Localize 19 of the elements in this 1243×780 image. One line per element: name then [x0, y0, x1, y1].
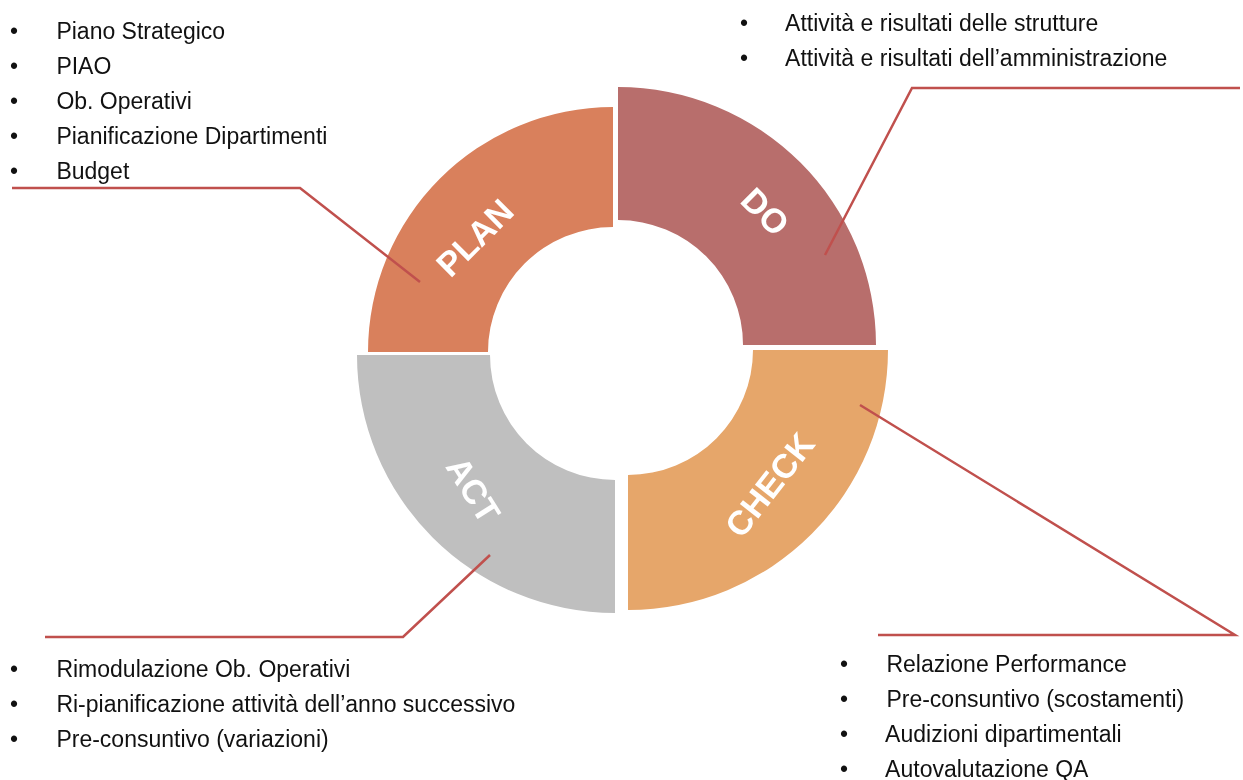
bullet-item: • Budget: [10, 157, 131, 186]
leader-line: [859, 403, 1240, 637]
leader-line: [12, 186, 421, 283]
bullet-item: • Audizioni dipartimentali: [840, 720, 1123, 749]
bullet-item: • Pre-consuntivo (scostamenti): [840, 685, 1185, 714]
segment-label: DO: [733, 180, 797, 244]
bullet-item: • Ri-pianificazione attività dell’anno successivo: [10, 690, 516, 719]
bullet-item: • Pre-consuntivo (variazioni): [10, 725, 330, 754]
bullet-item: • PIAO: [10, 52, 113, 81]
segment-label: ACT: [437, 450, 509, 530]
bullet-item: • Relazione Performance: [840, 650, 1128, 679]
bullet-item: • Ob. Operativi: [10, 87, 193, 116]
leader-line: [823, 86, 1240, 256]
bullet-item: • Attività e risultati delle strutture: [740, 9, 1100, 38]
leader-line: [45, 554, 491, 639]
bullet-item: • Pianificazione Dipartimenti: [10, 122, 328, 151]
bullet-item: • Rimodulazione Ob. Operativi: [10, 655, 352, 684]
bullet-item: • Attività e risultati dell’amministrazione: [740, 44, 1168, 73]
bullet-item: • Piano Strategico: [10, 17, 227, 46]
